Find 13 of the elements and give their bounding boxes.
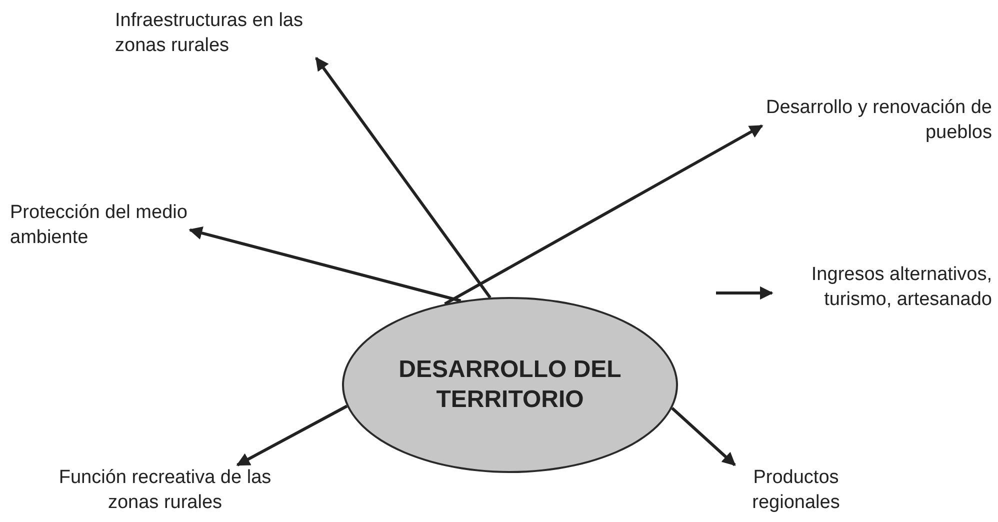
topic-label: Infraestructuras en las zonas rurales bbox=[115, 8, 330, 58]
arrow bbox=[236, 404, 348, 466]
topic-label: Ingresos alternativos, turismo, artesanado bbox=[772, 262, 992, 312]
arrow bbox=[188, 226, 462, 302]
topic-label: Función recreativa de las zonas rurales bbox=[55, 465, 275, 515]
arrow bbox=[315, 56, 492, 298]
arrow bbox=[716, 286, 774, 300]
topic-label: Desarrollo y renovación de pueblos bbox=[762, 95, 992, 145]
arrow bbox=[444, 124, 764, 306]
arrow bbox=[671, 407, 736, 466]
central-title: DESARROLLO DEL TERRITORIO bbox=[398, 355, 622, 415]
topic-label: Productos regionales bbox=[716, 465, 876, 515]
topic-label: Protección del medio ambiente bbox=[10, 200, 190, 250]
